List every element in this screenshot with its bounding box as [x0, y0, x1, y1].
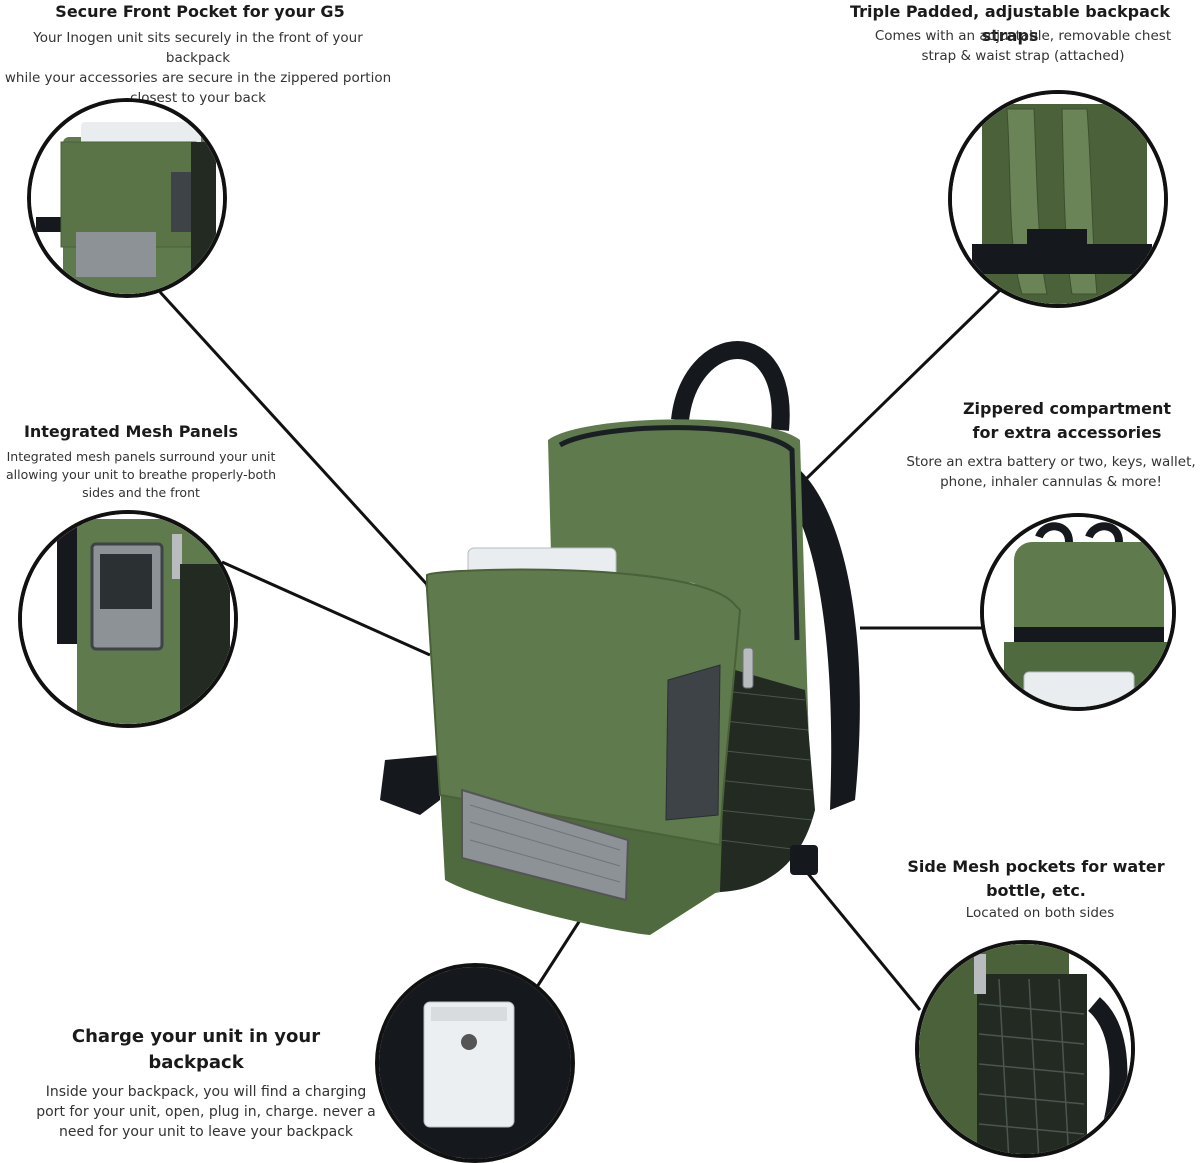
charge-detail	[379, 967, 571, 1159]
zippered-desc-line: Store an extra battery or two, keys, wal…	[906, 454, 1196, 470]
detail-circle-zippered	[980, 513, 1176, 711]
detail-circle-side-mesh	[915, 940, 1135, 1158]
connector-straps	[803, 288, 1002, 482]
straps-desc: Comes with an adjustable, removable ches…	[850, 26, 1196, 66]
zippered-title-line: Zippered compartment	[962, 399, 1172, 418]
straps-detail	[952, 94, 1164, 304]
charge-title-line: backpack	[148, 1052, 244, 1073]
front-pocket-desc-line: closest to your back	[130, 90, 266, 106]
straps-desc-line: Comes with an adjustable, removable ches…	[874, 28, 1172, 44]
charge-desc: Inside your backpack, you will find a ch…	[36, 1082, 376, 1142]
top-handle	[671, 341, 790, 431]
mesh-panels-desc-line: sides and the front	[82, 485, 200, 500]
side-mesh-detail	[919, 944, 1131, 1154]
side-mesh-desc: Located on both sides	[900, 903, 1180, 923]
zippered-title: Zippered compartment for extra accessori…	[936, 397, 1198, 445]
charge-title-line: Charge your unit in your	[71, 1026, 321, 1047]
front-flap	[426, 568, 742, 847]
straps-title: Triple Padded, adjustable backpack strap…	[849, 2, 1171, 45]
side-mesh-title-line: Side Mesh pockets for water	[907, 857, 1165, 876]
zippered-detail	[984, 517, 1172, 707]
mesh-panels-title: Integrated Mesh Panels	[23, 422, 239, 441]
zippered-title-line: for extra accessories	[972, 423, 1162, 442]
front-pocket-detail	[31, 102, 223, 294]
front-pocket-desc: Your Inogen unit sits securely in the fr…	[0, 28, 396, 108]
connector-mesh-panels	[221, 560, 431, 657]
charge-desc-line: Inside your backpack, you will find a ch…	[45, 1084, 367, 1100]
mesh-panels-detail	[22, 514, 234, 724]
charge-desc-line: need for your unit to leave your backpac…	[58, 1124, 354, 1140]
detail-circle-front-pocket	[27, 98, 227, 298]
front-pocket-desc-line: while your accessories are secure in the…	[4, 70, 392, 86]
waist-strap	[380, 755, 440, 815]
mesh-panels-desc-line: Integrated mesh panels surround your uni…	[6, 449, 276, 464]
charge-desc-line: port for your unit, open, plug in, charg…	[36, 1104, 376, 1120]
charge-title: Charge your unit in your backpack	[40, 1024, 352, 1076]
side-mesh-title: Side Mesh pockets for water bottle, etc.	[900, 855, 1172, 903]
side-mesh-desc-line: Located on both sides	[965, 905, 1115, 921]
zipper-pull-icon	[742, 647, 754, 689]
straps-desc-line: strap & waist strap (attached)	[921, 48, 1125, 64]
detail-circle-mesh-panels	[18, 510, 238, 728]
main-zipper	[558, 425, 800, 641]
zippered-desc: Store an extra battery or two, keys, wal…	[904, 452, 1198, 492]
front-pocket-desc-line: Your Inogen unit sits securely in the fr…	[33, 30, 363, 66]
detail-circle-charge	[375, 963, 575, 1163]
side-mesh-title-line: bottle, etc.	[986, 881, 1086, 900]
detail-circle-straps	[948, 90, 1168, 308]
front-pocket-title: Secure Front Pocket for your G5	[55, 2, 345, 21]
side-window-mesh	[665, 664, 721, 821]
front-mesh-pattern	[469, 804, 621, 883]
connector-front-pocket	[158, 290, 434, 592]
connector-side-mesh	[803, 869, 922, 1011]
shoulder-strap	[790, 470, 860, 810]
mesh-panels-desc: Integrated mesh panels surround your uni…	[0, 448, 282, 502]
zippered-desc-line: phone, inhaler cannulas & more!	[940, 474, 1162, 490]
mesh-panels-desc-line: allowing your unit to breathe properly-b…	[6, 467, 276, 482]
buckle-icon	[790, 845, 818, 875]
